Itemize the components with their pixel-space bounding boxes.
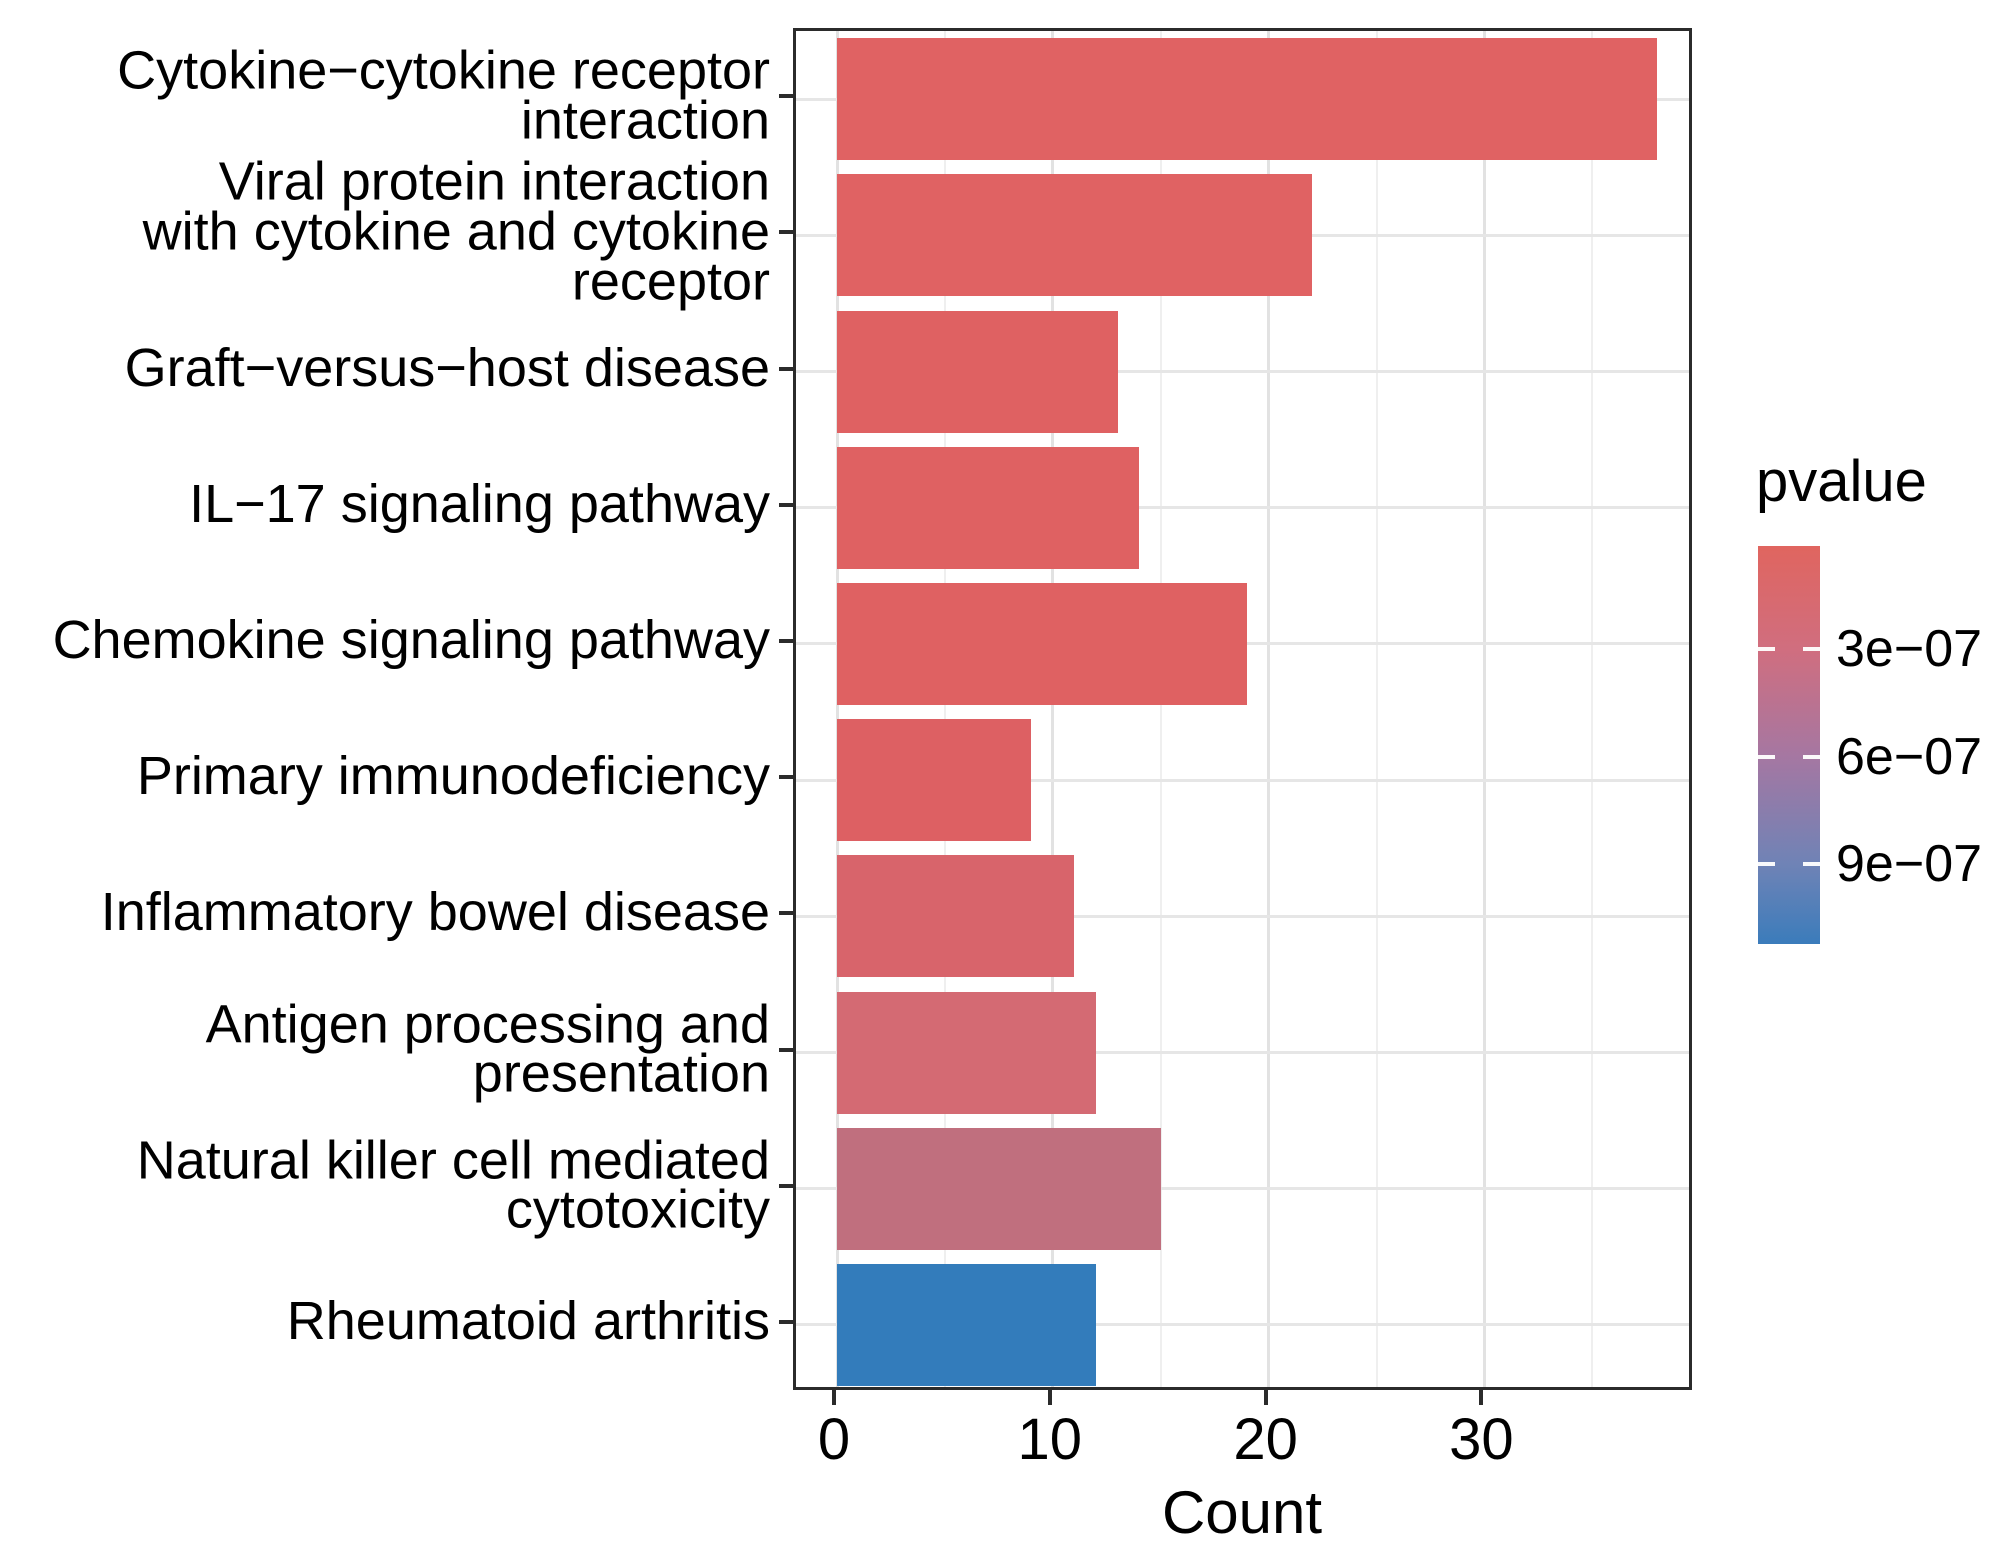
bar-7 (837, 855, 1075, 978)
minor-gridline (1375, 31, 1378, 1387)
colorbar-tick-label: 9e−07 (1836, 835, 1983, 894)
legend-title: pvalue (1756, 449, 1927, 514)
bar-8 (837, 991, 1096, 1114)
bar-3 (837, 310, 1118, 433)
category-gridline (796, 370, 1689, 373)
minor-gridline (1591, 31, 1594, 1387)
category-label: Cytokine−cytokine receptor interaction (117, 40, 770, 151)
category-gridline (796, 1051, 1689, 1054)
colorbar-tick-right (1803, 754, 1820, 759)
colorbar-tick-left (1758, 862, 1775, 867)
colorbar-tick-label: 6e−07 (1836, 727, 1983, 786)
major-gridline (835, 31, 839, 1387)
x-tick-mark (832, 1390, 836, 1405)
y-tick-mark (779, 775, 793, 780)
y-tick-mark (779, 502, 793, 507)
y-tick-mark (779, 94, 793, 99)
x-axis-title: Count (1161, 1479, 1323, 1546)
category-gridline (796, 1323, 1689, 1327)
major-gridline (1482, 31, 1486, 1387)
category-gridline (796, 778, 1689, 782)
major-gridline (1051, 31, 1055, 1387)
category-label: Primary immunodeficiency (136, 746, 770, 807)
x-tick-mark (1263, 1390, 1268, 1405)
category-label: Inflammatory bowel disease (100, 882, 770, 943)
bar-4 (837, 446, 1140, 569)
colorbar-tick-right (1803, 647, 1820, 652)
x-tick-label: 10 (1017, 1407, 1083, 1472)
pvalue-legend: pvalue 3e−07 6e−07 9e−07 (1740, 440, 2000, 1060)
y-tick-mark (779, 230, 793, 235)
category-gridline (796, 1187, 1689, 1191)
minor-gridline (943, 31, 946, 1387)
category-label: IL−17 signaling pathway (189, 473, 770, 534)
colorbar-tick-right (1803, 862, 1820, 867)
pvalue-colorbar (1758, 546, 1820, 944)
category-label: Chemokine signaling pathway (52, 610, 770, 671)
x-tick-label: 0 (817, 1407, 851, 1472)
x-tick-label: 30 (1449, 1407, 1514, 1472)
category-gridline (796, 506, 1689, 510)
category-label: Graft−versus−host disease (124, 337, 770, 398)
y-tick-mark (779, 366, 793, 371)
category-label: Antigen processing and presentation (205, 993, 770, 1104)
bar-10 (837, 1263, 1096, 1386)
x-tick-mark (1047, 1390, 1052, 1405)
colorbar-annotations: 3e−07 6e−07 9e−07 (1740, 440, 2000, 1060)
y-tick-mark (779, 911, 793, 916)
bar-6 (837, 719, 1032, 842)
bar-2 (837, 174, 1312, 297)
colorbar-tick-left (1758, 647, 1775, 652)
bar-5 (837, 582, 1248, 705)
plot-panel (793, 28, 1692, 1390)
y-tick-mark (779, 1047, 793, 1052)
category-label: Viral protein interaction with cytokine … (142, 151, 770, 312)
colorbar-tick-label: 3e−07 (1836, 620, 1983, 679)
colorbar-tick-left (1758, 754, 1775, 759)
minor-gridline (1159, 31, 1162, 1387)
category-label: Natural killer cell mediated cytotoxicit… (136, 1130, 770, 1240)
category-label: Rheumatoid arthritis (286, 1291, 770, 1352)
y-tick-mark (779, 1319, 793, 1324)
y-tick-mark (779, 1183, 793, 1188)
x-tick-mark (1479, 1390, 1484, 1405)
bar-1 (837, 38, 1658, 161)
x-tick-label: 20 (1233, 1407, 1298, 1472)
y-tick-mark (779, 638, 793, 643)
category-gridline (796, 914, 1689, 918)
major-gridline (1267, 31, 1271, 1387)
bar-9 (837, 1127, 1161, 1250)
